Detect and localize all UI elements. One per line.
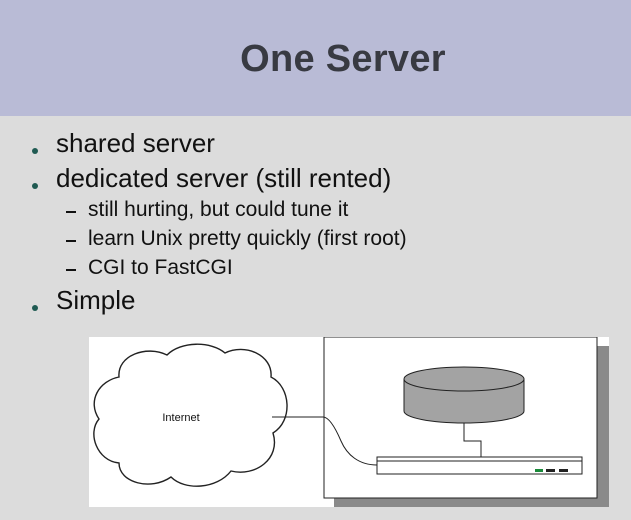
server-unit-icon xyxy=(376,456,583,475)
bullet-dot-icon xyxy=(32,305,38,311)
bullet-text: dedicated server (still rented) xyxy=(56,163,392,193)
bullet-dot-icon xyxy=(32,148,38,154)
database-icon xyxy=(403,366,525,424)
bullet-dot-icon xyxy=(32,183,38,189)
network-diagram: Internet xyxy=(89,337,609,507)
dash-icon xyxy=(66,269,76,271)
dash-icon xyxy=(66,211,76,213)
sub-bullet-text: CGI to FastCGI xyxy=(88,256,233,279)
database-link-line xyxy=(463,423,482,457)
sub-bullet-text: learn Unix pretty quickly (first root) xyxy=(88,227,407,250)
title-bar: One Server xyxy=(0,0,631,117)
bullet-text: Simple xyxy=(56,285,136,315)
sub-bullet-text: still hurting, but could tune it xyxy=(88,198,349,221)
cloud-label: Internet xyxy=(162,412,199,424)
bullet-text: shared server xyxy=(56,128,215,158)
network-link-line xyxy=(272,416,378,466)
dash-icon xyxy=(66,240,76,242)
slide-title: One Server xyxy=(240,38,446,80)
cloud-icon xyxy=(93,343,288,487)
